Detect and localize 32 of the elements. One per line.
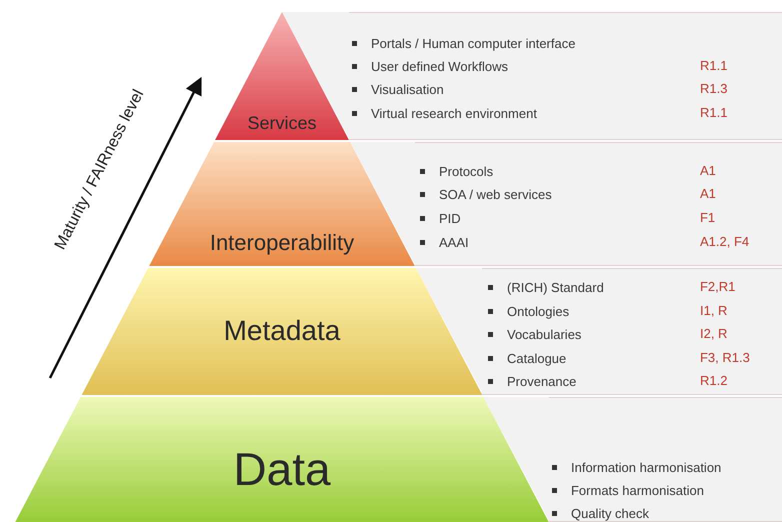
list-item: User defined Workflows: [370, 60, 508, 72]
list-item: Portals / Human computer interface: [370, 36, 576, 50]
list-item: Quality check: [570, 506, 650, 520]
principle-code: R1.1: [700, 59, 728, 72]
principle-code: F2,R1: [700, 280, 736, 293]
principle-code: A1.2, F4: [700, 235, 750, 248]
list-item: Catalogue: [506, 352, 566, 364]
list-item: Virtual research environment: [370, 106, 537, 120]
list-item: AAAI: [438, 236, 469, 248]
list-item: Information harmonisation: [570, 460, 722, 474]
list-item: Formats harmonisation: [570, 484, 704, 496]
list-item: (RICH) Standard: [506, 280, 604, 294]
principle-code: A1: [700, 164, 716, 177]
principle-code: I1, R: [700, 304, 728, 317]
principle-code: R1.1: [700, 106, 728, 119]
layer-title: Data: [233, 446, 331, 492]
list-item: Protocols: [438, 164, 494, 178]
layer-title: Interoperability: [210, 232, 354, 254]
principle-code: R1.2: [700, 374, 728, 387]
list-item: Provenance: [506, 374, 576, 388]
list-item: PID: [438, 212, 461, 224]
principle-code: F1: [700, 211, 716, 224]
principle-code: A1: [700, 187, 716, 200]
principle-code: F3, R1.3: [700, 351, 750, 364]
list-item: Ontologies: [506, 304, 570, 318]
list-item: Vocabularies: [506, 328, 582, 340]
list-item: SOA / web services: [438, 188, 552, 200]
list-item: Visualisation: [370, 82, 444, 96]
layer-title: Services: [247, 114, 316, 132]
principle-code: R1.3: [700, 82, 728, 95]
layer-title: Metadata: [224, 317, 340, 345]
principle-code: I2, R: [700, 327, 728, 340]
